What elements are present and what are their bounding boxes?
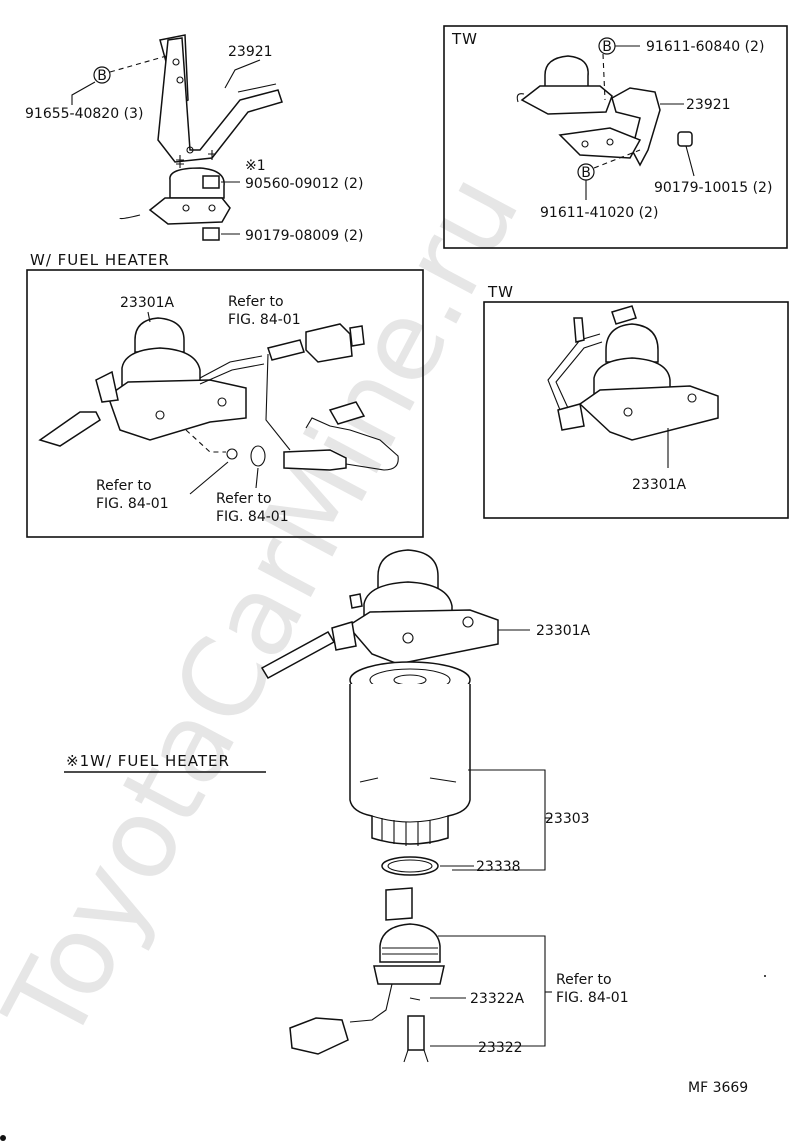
heater-connector xyxy=(265,323,399,471)
label-tw-bolt-top: 91611-60840 (2) xyxy=(646,39,764,55)
label-sensor-gasket: 23322A xyxy=(470,991,525,1007)
label-main-filter-head: 23301A xyxy=(536,623,591,639)
tw-filter-box xyxy=(483,301,789,519)
label-note-mark: ※1 xyxy=(245,158,266,174)
fuel-heater-title: W/ FUEL HEATER xyxy=(30,251,170,269)
label-tw-bracket: 23921 xyxy=(686,97,731,113)
o-ring xyxy=(381,856,439,876)
tw-bolt-symbol-top: B xyxy=(602,39,612,55)
label-refer-left-1: Refer to xyxy=(96,478,152,494)
heater-assembly xyxy=(289,887,445,1063)
label-bolt-main: 91655-40820 (3) xyxy=(25,106,143,122)
label-refer-top-2: FIG. 84-01 xyxy=(228,312,301,328)
label-heater-filter-head: 23301A xyxy=(120,295,175,311)
scan-speck xyxy=(0,1135,6,1141)
label-sensor: 23322 xyxy=(478,1040,523,1056)
heater-filter-head xyxy=(38,317,266,467)
label-oring: 23338 xyxy=(476,859,521,875)
label-element: 23303 xyxy=(545,811,590,827)
label-tw-filter-head: 23301A xyxy=(632,477,687,493)
label-bracket-main: 23921 xyxy=(228,44,273,60)
label-stud-main: 90560-09012 (2) xyxy=(245,176,363,192)
label-tw-nut: 90179-10015 (2) xyxy=(654,180,772,196)
main-filter-head xyxy=(260,549,530,680)
label-refer-mid-1: Refer to xyxy=(216,491,272,507)
tw-mid-title: TW xyxy=(487,283,514,301)
filter-element xyxy=(349,661,471,846)
note1-title: ※1W/ FUEL HEATER xyxy=(66,752,230,770)
label-refer-bottom-1: Refer to xyxy=(556,972,612,988)
label-nut-main: 90179-08009 (2) xyxy=(245,228,363,244)
label-tw-bolt-bottom: 91611-41020 (2) xyxy=(540,205,658,221)
label-refer-left-2: FIG. 84-01 xyxy=(96,496,169,512)
label-refer-mid-2: FIG. 84-01 xyxy=(216,509,289,525)
watermark: ToyotaCarMine.ru xyxy=(0,154,544,1063)
bracket-assembly-top-left: B xyxy=(71,34,283,241)
tw-filter-head xyxy=(547,305,719,468)
scan-speck xyxy=(764,975,766,977)
tw-bracket-box xyxy=(443,25,788,249)
tw-bracket-assembly: B B xyxy=(516,37,695,200)
figure-code: MF 3669 xyxy=(688,1080,748,1096)
label-refer-top-1: Refer to xyxy=(228,294,284,310)
tw-top-title: TW xyxy=(451,30,478,48)
fuel-heater-box xyxy=(26,269,424,538)
label-refer-bottom-2: FIG. 84-01 xyxy=(556,990,629,1006)
tw-bolt-symbol-bottom: B xyxy=(581,165,591,181)
bolt-symbol: B xyxy=(97,68,107,84)
